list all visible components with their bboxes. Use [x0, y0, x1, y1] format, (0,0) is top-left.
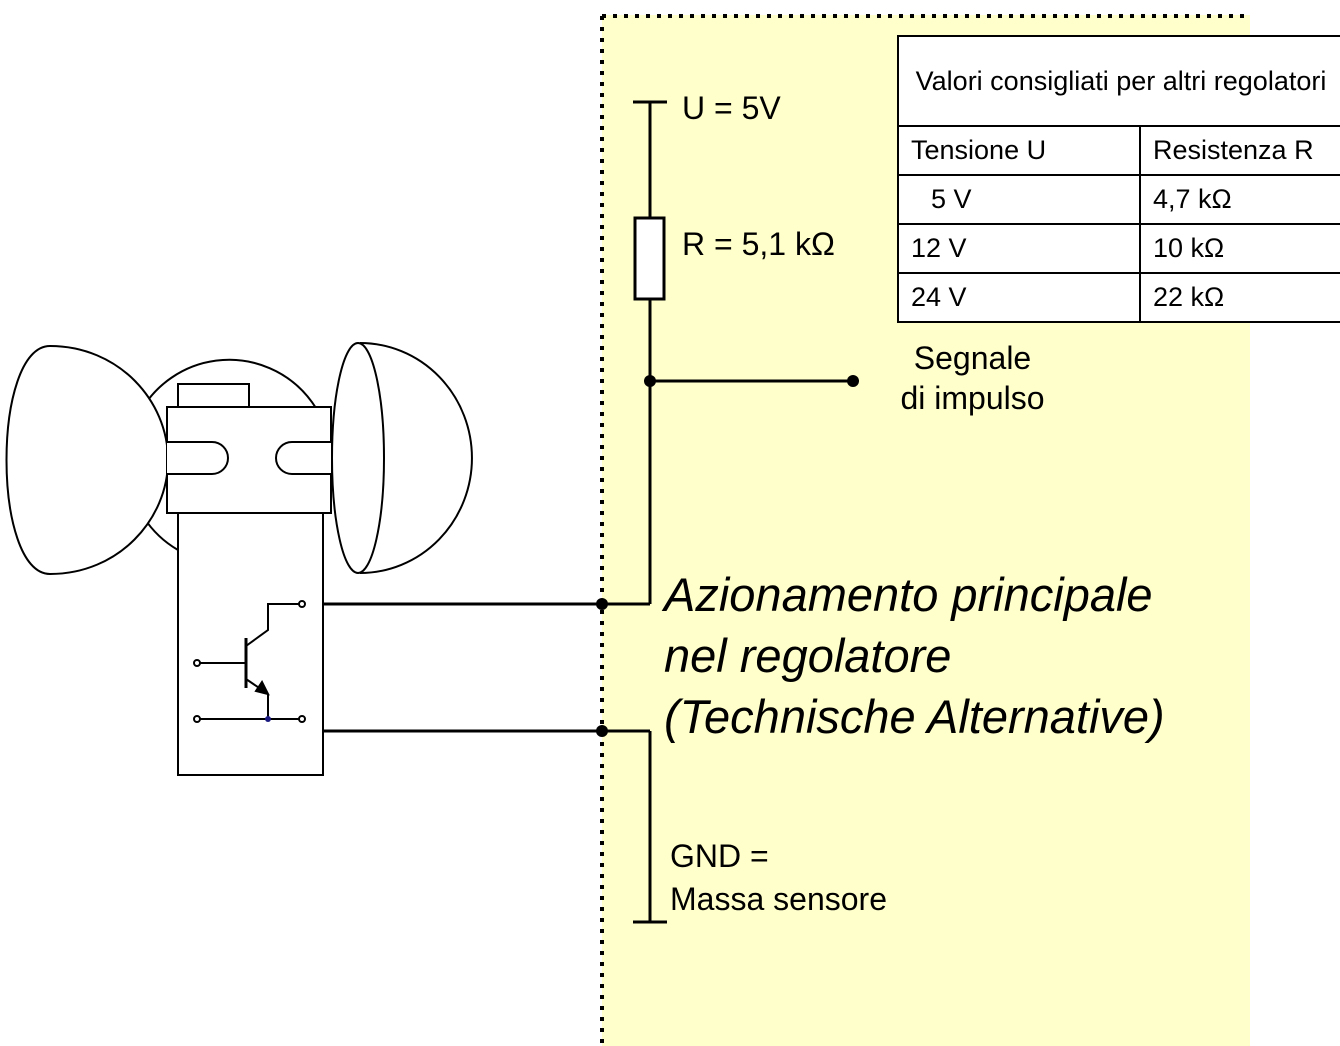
table-title: Valori consigliati per altri regolatori [897, 35, 1340, 127]
controller-label-line-3: (Technische Alternative) [664, 690, 1165, 743]
table-cell-voltage: 5 V [897, 174, 1141, 225]
table-header-row: Tensione U Resistenza R [897, 125, 1340, 176]
resistor-value-label: R = 5,1 kΩ [682, 226, 835, 262]
controller-label-line-2: nel regolatore [664, 629, 952, 682]
anemometer-left-cup [5, 344, 170, 576]
anemometer-body [177, 512, 324, 776]
signal-label-line-1: Segnale [913, 340, 1032, 376]
table-row: 24 V 22 kΩ [897, 272, 1340, 323]
anemometer-right-cup-rim [331, 342, 385, 574]
resistor-icon [633, 216, 666, 301]
table-cell-resistance: 10 kΩ [1139, 223, 1340, 274]
controller-label-line-1: Azionamento principale [664, 568, 1153, 621]
wires [323, 100, 853, 924]
gnd-label: GND = Massa sensore [670, 835, 887, 921]
table-cell-resistance: 22 kΩ [1139, 272, 1340, 323]
anemometer-left-arm [167, 441, 229, 475]
table-row: 12 V 10 kΩ [897, 223, 1340, 274]
table-header-voltage: Tensione U [897, 125, 1141, 176]
signal-label: Segnale di impulso [880, 338, 1065, 418]
table-header-resistance: Resistenza R [1139, 125, 1340, 176]
anemometer-icon [5, 342, 473, 776]
anemometer-right-arm [275, 441, 331, 475]
table-cell-voltage: 24 V [897, 272, 1141, 323]
gnd-label-line-1: GND = [670, 838, 769, 874]
gnd-label-line-2: Massa sensore [670, 881, 887, 917]
junction-dots [596, 375, 859, 737]
transistor-icon [193, 600, 306, 723]
table-cell-voltage: 12 V [897, 223, 1141, 274]
table-row: 5 V 4,7 kΩ [897, 174, 1340, 225]
supply-voltage-label: U = 5V [682, 90, 781, 126]
recommended-values-table: Valori consigliati per altri regolatori … [897, 35, 1340, 323]
table-cell-resistance: 4,7 kΩ [1139, 174, 1340, 225]
signal-label-line-2: di impulso [900, 380, 1045, 416]
controller-label: Azionamento principale nel regolatore (T… [664, 564, 1165, 747]
anemometer-right-cup-back [359, 342, 473, 574]
